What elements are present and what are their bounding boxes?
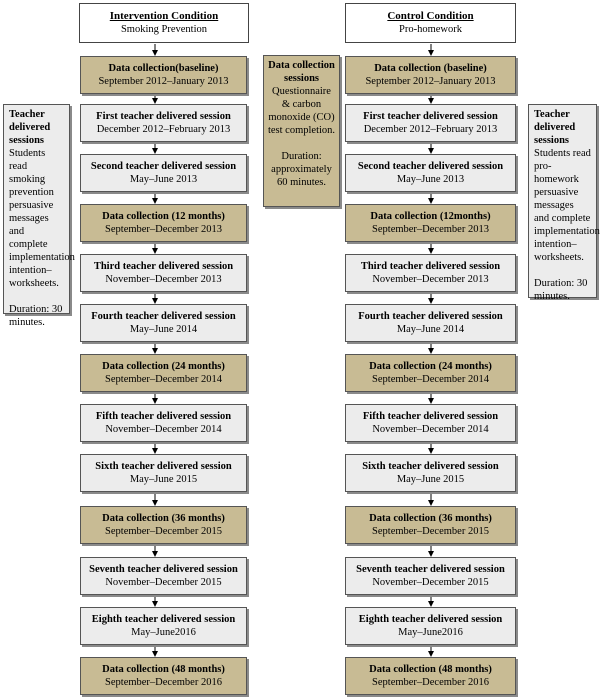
intervention-step-date: December 2012–February 2013 [96, 124, 231, 135]
intervention-step-title: Data collection(baseline) [108, 63, 219, 74]
control-step-date: May–June 2015 [396, 474, 465, 485]
control-step-title: Eighth teacher delivered session [358, 614, 503, 625]
control-session-note: Teacher delivered sessions Students read… [528, 104, 600, 302]
intervention-step-title: Third teacher delivered session [93, 261, 234, 272]
intervention-step-title: First teacher delivered session [96, 111, 231, 122]
control-note-title: Teacher delivered sessions [534, 109, 576, 146]
intervention-step-10: Data collection (36 months) September–Dec… [80, 506, 247, 544]
intervention-step-title: Data collection (24 months) [102, 361, 225, 372]
intervention-note-body: Students read smoking prevention persuas… [9, 148, 75, 289]
control-step-title: Data collection (48 months) [369, 664, 492, 675]
control-step-date: May–June 2013 [396, 174, 465, 185]
intervention-step-title: Eighth teacher delivered session [91, 614, 236, 625]
control-step-title: Data collection (24 months) [369, 361, 492, 372]
intervention-step-title: Data collection (48 months) [102, 664, 225, 675]
control-step-date: September–December 2013 [372, 224, 489, 235]
intervention-step-date: September–December 2013 [105, 224, 222, 235]
intervention-title: Intervention Condition [109, 10, 219, 22]
control-note-duration: Duration: 30 minutes. [534, 278, 588, 302]
control-step-date: September–December 2016 [372, 677, 489, 688]
control-header: Control Condition Pro-homework [345, 3, 516, 43]
control-subtitle: Pro-homework [399, 24, 462, 35]
intervention-step-title: Fifth teacher delivered session [95, 411, 232, 422]
intervention-step-1: Data collection(baseline) September 2012–… [80, 56, 247, 94]
control-step-title: Data collection (36 months) [369, 513, 492, 524]
control-step-date: September 2012–January 2013 [365, 76, 496, 87]
control-step-title: First teacher delivered session [363, 111, 498, 122]
control-step-1: Data collection (baseline) September 2012… [345, 56, 516, 94]
intervention-step-7: Data collection (24 months) September–Dec… [80, 354, 247, 392]
control-step-date: November–December 2015 [372, 577, 489, 588]
control-step-date: May–June 2014 [396, 324, 465, 335]
control-step-7: Data collection (24 months) September–Dec… [345, 354, 516, 392]
intervention-step-4: Data collection (12 months) September–Dec… [80, 204, 247, 242]
control-note-body: Students read pro-homework persuasive me… [534, 148, 600, 263]
intervention-session-note: Teacher delivered sessions Students read… [3, 104, 75, 328]
intervention-step-title: Second teacher delivered session [90, 161, 237, 172]
intervention-step-date: November–December 2014 [105, 424, 222, 435]
intervention-header: Intervention Condition Smoking Preventio… [79, 3, 249, 43]
intervention-step-13: Data collection (48 months) September–Dec… [80, 657, 247, 695]
intervention-step-title: Fourth teacher delivered session [91, 311, 236, 322]
intervention-note-title: Teacher delivered sessions [9, 109, 51, 146]
intervention-step-date: September–December 2014 [105, 374, 222, 385]
intervention-step-title: Seventh teacher delivered session [89, 564, 238, 575]
control-step-title: Data collection (12months) [370, 211, 491, 222]
data-collection-note-duration: Duration: approximately 60 minutes. [271, 151, 332, 188]
control-step-date: November–December 2013 [372, 274, 489, 285]
intervention-step-date: May–June 2013 [129, 174, 198, 185]
control-step-date: September–December 2014 [372, 374, 489, 385]
control-step-10: Data collection (36 months) September–Dec… [345, 506, 516, 544]
intervention-step-title: Sixth teacher delivered session [95, 461, 232, 472]
intervention-note-duration: Duration: 30 minutes. [9, 304, 63, 328]
control-step-title: Seventh teacher delivered session [356, 564, 505, 575]
data-collection-note-body: Questionnaire & carbon monoxide (CO) tes… [267, 86, 336, 136]
control-step-date: May–June2016 [398, 627, 463, 638]
control-step-title: Second teacher delivered session [357, 161, 504, 172]
intervention-step-title: Data collection (12 months) [102, 211, 225, 222]
intervention-step-date: September–December 2015 [105, 526, 222, 537]
control-step-date: November–December 2014 [372, 424, 489, 435]
intervention-step-date: May–June 2015 [129, 474, 198, 485]
intervention-step-date: September–December 2016 [105, 677, 222, 688]
data-collection-note: Data collection sessions Questionnaire &… [263, 55, 340, 207]
control-step-title: Third teacher delivered session [360, 261, 501, 272]
control-step-4: Data collection (12months) September–Dece… [345, 204, 516, 242]
intervention-step-date: November–December 2013 [105, 274, 222, 285]
control-step-13: Data collection (48 months) September–Dec… [345, 657, 516, 695]
intervention-step-date: November–December 2015 [105, 577, 222, 588]
control-step-date: September–December 2015 [372, 526, 489, 537]
intervention-step-title: Data collection (36 months) [102, 513, 225, 524]
intervention-subtitle: Smoking Prevention [120, 24, 208, 35]
control-title: Control Condition [387, 10, 474, 22]
control-step-title: Fourth teacher delivered session [358, 311, 503, 322]
intervention-step-date: May–June 2014 [129, 324, 198, 335]
data-collection-note-title: Data collection sessions [268, 60, 335, 84]
intervention-step-date: September 2012–January 2013 [98, 76, 229, 87]
control-step-title: Fifth teacher delivered session [362, 411, 499, 422]
intervention-step-date: May–June2016 [131, 627, 196, 638]
control-step-title: Sixth teacher delivered session [362, 461, 499, 472]
control-step-title: Data collection (baseline) [374, 63, 487, 74]
control-step-date: December 2012–February 2013 [363, 124, 498, 135]
